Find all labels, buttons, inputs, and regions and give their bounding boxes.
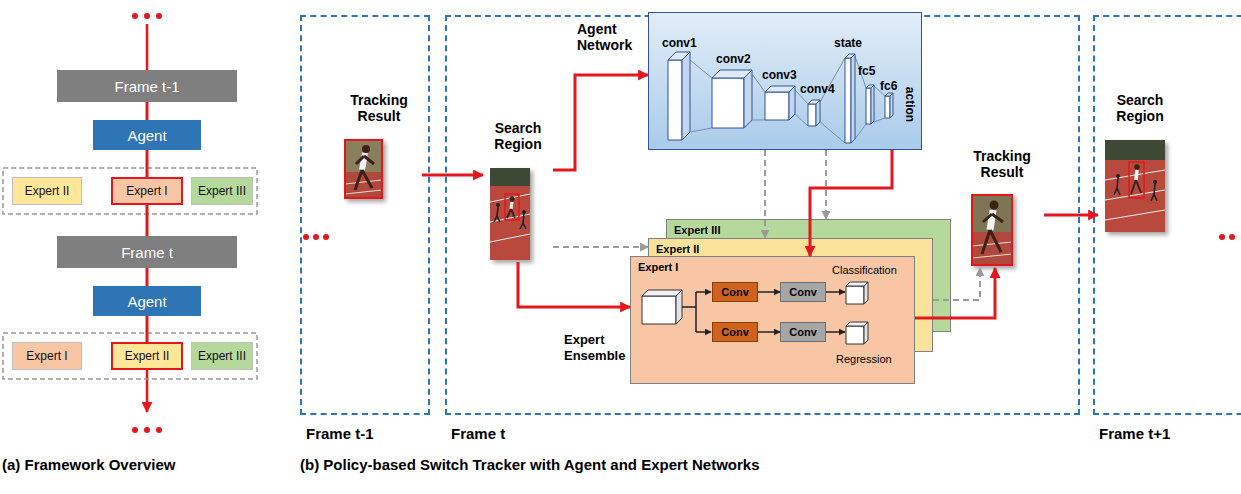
- image-label: Search Region: [1098, 92, 1182, 124]
- expert-box: Expert III: [191, 177, 253, 205]
- network-heading: Agent Network: [577, 21, 643, 53]
- frame-box: Frame t: [57, 236, 237, 268]
- connector: [146, 205, 149, 236]
- group-label: Expert Ensemble: [564, 332, 626, 364]
- box-label: Agent: [127, 127, 166, 144]
- layer-name-anchor: fc5: [858, 64, 875, 79]
- frame-panel: Frame t+1Search Region: [1093, 15, 1241, 415]
- box-label: Expert II: [125, 349, 170, 363]
- layer-label: Conv: [721, 286, 749, 298]
- agent-box: Agent: [93, 120, 201, 150]
- layer-name-anchor: action: [902, 82, 917, 128]
- frame-box: Frame t-1: [57, 70, 237, 102]
- layer-name: fc6: [880, 79, 897, 94]
- tracking-result: Tracking Result: [960, 148, 1044, 268]
- conv-layer: Conv: [780, 282, 826, 302]
- conv-layer: Conv: [712, 282, 758, 302]
- frame-heading: Frame t+1: [1099, 425, 1170, 442]
- caption-anchor: (b) Policy-based Switch Tracker with Age…: [300, 456, 760, 474]
- layer-name: state: [834, 36, 862, 51]
- conv-layer: Conv: [712, 322, 758, 342]
- layer-name-anchor: fc6: [880, 79, 897, 94]
- layer-label: Conv: [721, 326, 749, 338]
- connector: [553, 75, 648, 170]
- output-label: Regression: [836, 352, 892, 366]
- box-label: Expert III: [198, 184, 246, 198]
- expert-box: Expert II: [111, 342, 183, 370]
- image-label: Tracking Result: [960, 148, 1044, 180]
- connector: [825, 150, 827, 219]
- connector: [518, 262, 630, 307]
- layer-name: fc5: [858, 64, 875, 79]
- layer-name-anchor: conv4: [800, 82, 835, 97]
- caption: (a) Framework Overview: [2, 456, 175, 474]
- layer-name-anchor: conv3: [762, 68, 797, 83]
- connector: [422, 174, 483, 177]
- expert-label: Expert III: [667, 222, 727, 238]
- layer-name: conv4: [800, 82, 835, 97]
- connector: [146, 268, 149, 286]
- expert-group: [3, 333, 257, 379]
- connector: [1044, 214, 1098, 217]
- search-region: Search Region: [1098, 92, 1182, 234]
- search-region: Search Region: [483, 120, 553, 262]
- image-label: Search Region: [483, 120, 553, 152]
- layer-name-anchor: state: [834, 36, 862, 51]
- caption-anchor: (a) Framework Overview: [2, 456, 175, 474]
- layer-name: conv3: [762, 68, 797, 83]
- expert-box: Expert I: [12, 342, 82, 370]
- box-label: Agent: [127, 293, 166, 310]
- connector: [146, 102, 149, 120]
- box-label: Frame t: [121, 244, 173, 261]
- layer-name-anchor: conv1: [662, 36, 697, 51]
- group-label-anchor: Expert Ensemble: [564, 332, 626, 364]
- expert-group: [3, 168, 257, 214]
- layer-label: Conv: [789, 286, 817, 298]
- expert-label: Expert I: [631, 259, 685, 275]
- layer-name-anchor: conv2: [716, 52, 751, 67]
- image-label: Tracking Result: [336, 92, 422, 124]
- output-label: Classification: [832, 263, 897, 277]
- frame-heading: Frame t-1: [306, 425, 374, 442]
- tracking-image: [345, 140, 382, 198]
- expert-box: Expert II: [12, 177, 82, 205]
- connector: [146, 316, 149, 342]
- layer-name: action: [902, 82, 917, 128]
- connector: [146, 150, 149, 177]
- conv-layer: Conv: [780, 322, 826, 342]
- expert-box: Expert III: [191, 342, 253, 370]
- frame-heading: Frame t: [451, 425, 505, 442]
- layer-name: conv1: [662, 36, 697, 51]
- box-label: Expert II: [25, 184, 70, 198]
- continuation-dots: [132, 13, 1235, 433]
- tracking-image: [972, 195, 1012, 265]
- caption: (b) Policy-based Switch Tracker with Age…: [300, 456, 760, 474]
- agent-box: Agent: [93, 286, 201, 316]
- box-label: Expert I: [26, 349, 67, 363]
- expert-label: Expert II: [649, 241, 706, 257]
- box-label: Frame t-1: [114, 78, 179, 95]
- layer-name: conv2: [716, 52, 751, 67]
- layer-label: Conv: [789, 326, 817, 338]
- output-label-anchor: Regression: [836, 352, 892, 366]
- timeline-line: [146, 24, 149, 70]
- timeline-arrow: [146, 370, 149, 412]
- box-label: Expert I: [126, 184, 167, 198]
- search-image: [490, 168, 530, 260]
- output-label-anchor: Classification: [832, 263, 897, 277]
- search-image: [1105, 140, 1165, 232]
- tracking-result: Tracking Result: [336, 92, 422, 200]
- box-label: Expert III: [198, 349, 246, 363]
- frame-panel: Frame t-1Tracking Result: [300, 15, 430, 415]
- expert-box: Expert I: [111, 177, 183, 205]
- connector: [553, 246, 648, 248]
